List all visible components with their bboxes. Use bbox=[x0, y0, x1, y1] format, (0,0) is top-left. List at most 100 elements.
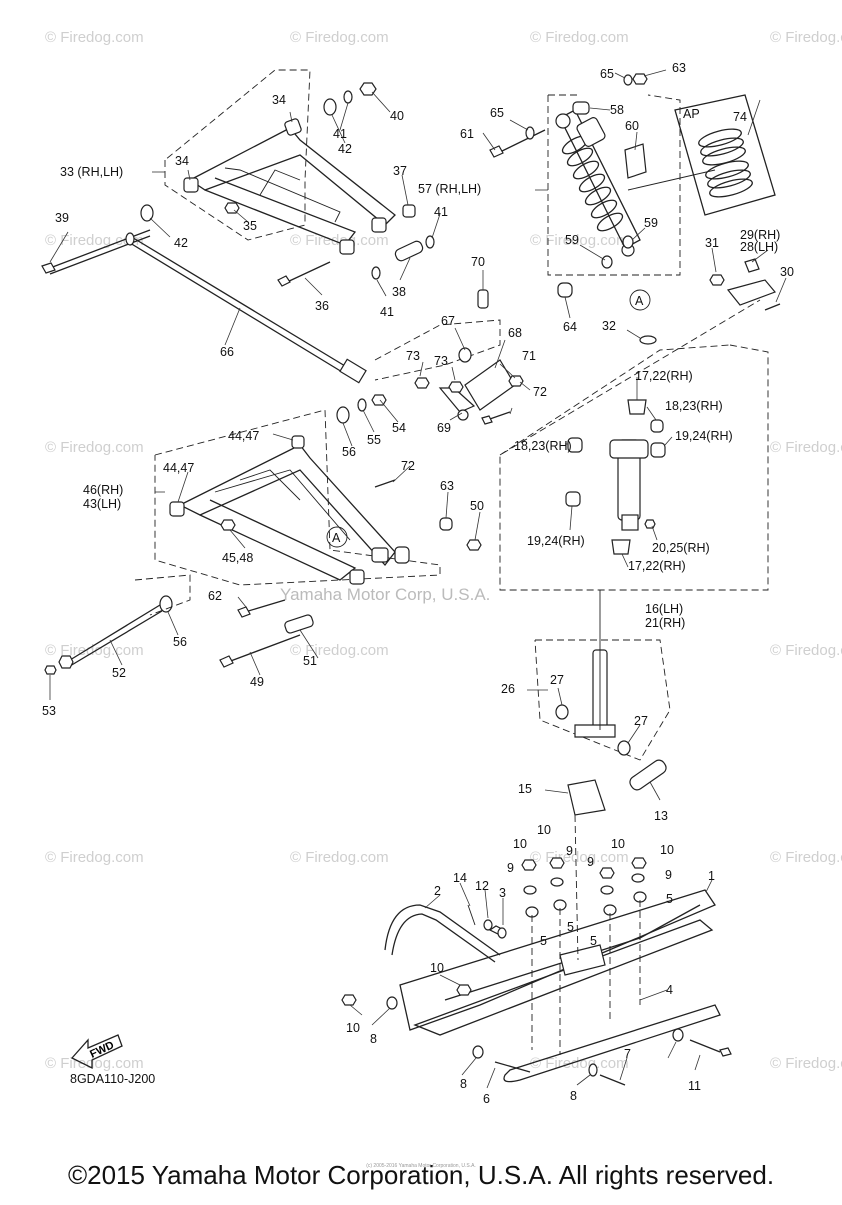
callout: 17,22(RH) bbox=[635, 369, 693, 383]
watermark: © Firedog.com bbox=[770, 642, 842, 659]
callout: 67 bbox=[441, 314, 455, 328]
callout: 9 bbox=[507, 861, 514, 875]
callout: 60 bbox=[625, 119, 639, 133]
callout: 44,47 bbox=[163, 461, 194, 475]
reference-mark-label: A bbox=[635, 294, 644, 308]
reference-mark-label: A bbox=[332, 531, 341, 545]
callout: 69 bbox=[437, 421, 451, 435]
callout: 65 bbox=[600, 67, 614, 81]
callout: 55 bbox=[367, 433, 381, 447]
callout: 44,47 bbox=[228, 429, 259, 443]
callout: 5 bbox=[540, 934, 547, 948]
callout: 36 bbox=[315, 299, 329, 313]
callout: 63 bbox=[440, 479, 454, 493]
watermark: © Firedog.com bbox=[290, 642, 389, 659]
watermark: © Firedog.com bbox=[530, 849, 629, 866]
callout-labels: 1 2 3 4 5 5 5 5 6 7 8 8 8 9 9 9 9 10 10 … bbox=[42, 61, 794, 1106]
watermark: © Firedog.com bbox=[770, 439, 842, 456]
callout: 58 bbox=[610, 103, 624, 117]
rod-66 bbox=[125, 232, 367, 384]
callout: 45,48 bbox=[222, 551, 253, 565]
callout: 16(LH) bbox=[645, 602, 683, 616]
watermark: © Firedog.com bbox=[290, 849, 389, 866]
callout: 64 bbox=[563, 320, 577, 334]
callout: 74 bbox=[733, 110, 747, 124]
callout: 10 bbox=[537, 823, 551, 837]
callout: 56 bbox=[342, 445, 356, 459]
watermark: © Firedog.com bbox=[290, 232, 389, 249]
callout: 6 bbox=[483, 1092, 490, 1106]
callout: 72 bbox=[401, 459, 415, 473]
watermark-yamaha: Yamaha Motor Corp, U.S.A. bbox=[280, 585, 490, 604]
callout: 39 bbox=[55, 211, 69, 225]
leader-lines bbox=[49, 69, 787, 1089]
watermark: © Firedog.com bbox=[770, 1055, 842, 1072]
callout: 70 bbox=[471, 255, 485, 269]
callout: 8 bbox=[370, 1032, 377, 1046]
ap-spring-box: AP bbox=[674, 94, 776, 216]
callout: 31 bbox=[705, 236, 719, 250]
copyright-notice: ©2015 Yamaha Motor Corporation, U.S.A. A… bbox=[67, 1160, 775, 1190]
callout: 56 bbox=[173, 635, 187, 649]
callout: 72 bbox=[533, 385, 547, 399]
watermark: © Firedog.com bbox=[45, 642, 144, 659]
callout: 53 bbox=[42, 704, 56, 718]
callout: 49 bbox=[250, 675, 264, 689]
callout: 38 bbox=[392, 285, 406, 299]
callout: 54 bbox=[392, 421, 406, 435]
ski-assembly bbox=[341, 814, 732, 1086]
callout: 62 bbox=[208, 589, 222, 603]
callout: 41 bbox=[333, 127, 347, 141]
steering-arm-group bbox=[639, 258, 781, 345]
reference-marks: A A bbox=[326, 289, 651, 548]
callout: 10 bbox=[346, 1021, 360, 1035]
watermark: © Firedog.com bbox=[770, 29, 842, 46]
callout: 8 bbox=[460, 1077, 467, 1091]
callout: 10 bbox=[660, 843, 674, 857]
watermark: © Firedog.com bbox=[45, 232, 144, 249]
callout: 11 bbox=[688, 1079, 701, 1093]
callout: 5 bbox=[567, 920, 574, 934]
watermark: © Firedog.com bbox=[770, 849, 842, 866]
callout: 10 bbox=[430, 961, 444, 975]
watermark: © Firedog.com bbox=[45, 1055, 144, 1072]
callout: 18,23(RH) bbox=[665, 399, 723, 413]
callout: 51 bbox=[303, 654, 317, 668]
callout: 71 bbox=[522, 349, 536, 363]
callout: 5 bbox=[590, 934, 597, 948]
callout: 10 bbox=[611, 837, 625, 851]
callout: 5 bbox=[666, 892, 673, 906]
callout: 37 bbox=[393, 164, 407, 178]
callout: 73 bbox=[406, 349, 420, 363]
callout: 20,25(RH) bbox=[652, 541, 710, 555]
callout: 68 bbox=[508, 326, 522, 340]
callout: 50 bbox=[470, 499, 484, 513]
tiny-credit: (c) 2005-2016 Yamaha Motor Corporation, … bbox=[366, 1163, 476, 1169]
callout: 34 bbox=[175, 154, 189, 168]
callout: 9 bbox=[587, 855, 594, 869]
upper-a-arm-group bbox=[140, 69, 435, 287]
watermark: © Firedog.com bbox=[530, 1055, 629, 1072]
assembly-group-label: AP bbox=[683, 107, 700, 121]
callout: 8 bbox=[570, 1089, 577, 1103]
callout: 10 bbox=[513, 837, 527, 851]
callout: 57 (RH,LH) bbox=[418, 182, 481, 196]
callout: 35 bbox=[243, 219, 257, 233]
callout: 59 bbox=[644, 216, 658, 230]
callout: 30 bbox=[780, 265, 794, 279]
callout: 13 bbox=[654, 809, 668, 823]
callout: 59 bbox=[565, 233, 579, 247]
callout: 19,24(RH) bbox=[675, 429, 733, 443]
callout: 28(LH) bbox=[740, 240, 778, 254]
callout: 40 bbox=[390, 109, 404, 123]
watermark: © Firedog.com bbox=[530, 29, 629, 46]
callout: 27 bbox=[634, 714, 648, 728]
callout: 42 bbox=[174, 236, 188, 250]
lower-a-arm-group bbox=[154, 394, 482, 586]
callout: 15 bbox=[518, 782, 532, 796]
callout: 29(RH) bbox=[740, 228, 780, 242]
callout: 43(LH) bbox=[83, 497, 121, 511]
ski-column-group bbox=[534, 590, 671, 816]
